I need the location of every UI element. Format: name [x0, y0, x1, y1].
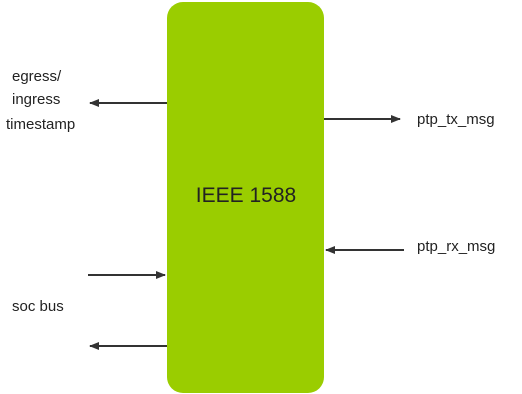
- ptp-tx-label: ptp_tx_msg: [417, 111, 495, 128]
- ieee-1588-block: [167, 2, 324, 393]
- timestamp-label-line3: timestamp: [6, 116, 75, 133]
- timestamp-label-line1: egress/: [12, 68, 62, 85]
- block-label: IEEE 1588: [196, 184, 296, 207]
- soc-bus-label: soc bus: [12, 298, 64, 315]
- timestamp-label-line2: ingress: [12, 91, 60, 108]
- ptp-rx-label: ptp_rx_msg: [417, 238, 495, 255]
